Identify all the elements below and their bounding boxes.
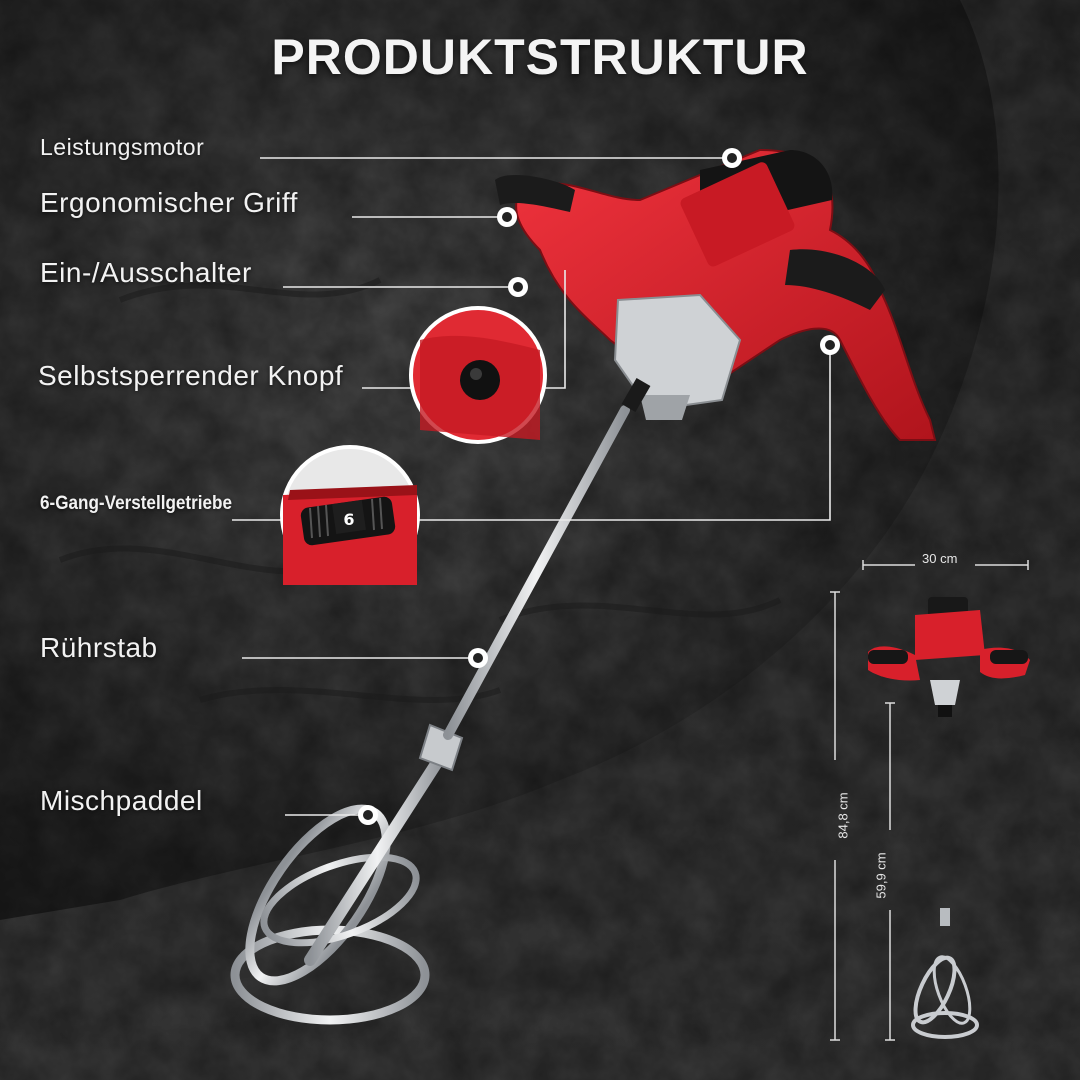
marker-stab xyxy=(468,648,488,668)
marker-schalter xyxy=(508,277,528,297)
dimension-width: 30 cm xyxy=(922,551,958,566)
stick-length-dimension-line xyxy=(885,702,895,1041)
total-height-dimension-line xyxy=(830,591,840,1041)
label-6-gang-verstellgetriebe: 6-Gang-Verstellgetriebe xyxy=(40,493,232,514)
label-leistungsmotor: Leistungsmotor xyxy=(40,134,205,160)
inset-locking-button xyxy=(409,306,547,444)
mixer-body xyxy=(495,148,937,441)
inset-gear-dial: 6 xyxy=(280,445,420,585)
label-mischpaddel: Mischpaddel xyxy=(40,785,203,816)
callout-lines xyxy=(232,157,831,816)
label-ergonomischer-griff: Ergonomischer Griff xyxy=(40,187,298,218)
marker-motor xyxy=(722,148,742,168)
label-ein-ausschalter: Ein-/Ausschalter xyxy=(40,257,252,288)
mini-mixer xyxy=(868,597,1030,1039)
dimension-stick-length: 59,9 cm xyxy=(873,852,889,899)
gear-dial-number: 6 xyxy=(343,510,354,529)
label-selbstsperrender-knopf: Selbstsperrender Knopf xyxy=(38,360,344,391)
dimension-total-height: 84,8 cm xyxy=(835,792,851,839)
marker-gang xyxy=(820,335,840,355)
stirring-rod xyxy=(304,405,630,966)
callout-markers xyxy=(358,148,840,825)
marker-griff xyxy=(497,207,517,227)
dimension-figure xyxy=(830,560,1030,1041)
marker-paddel xyxy=(358,805,378,825)
label-ruehrstab: Rührstab xyxy=(40,632,158,663)
page-title: PRODUKTSTRUKTUR xyxy=(271,29,809,85)
width-dimension-line xyxy=(862,560,1029,570)
